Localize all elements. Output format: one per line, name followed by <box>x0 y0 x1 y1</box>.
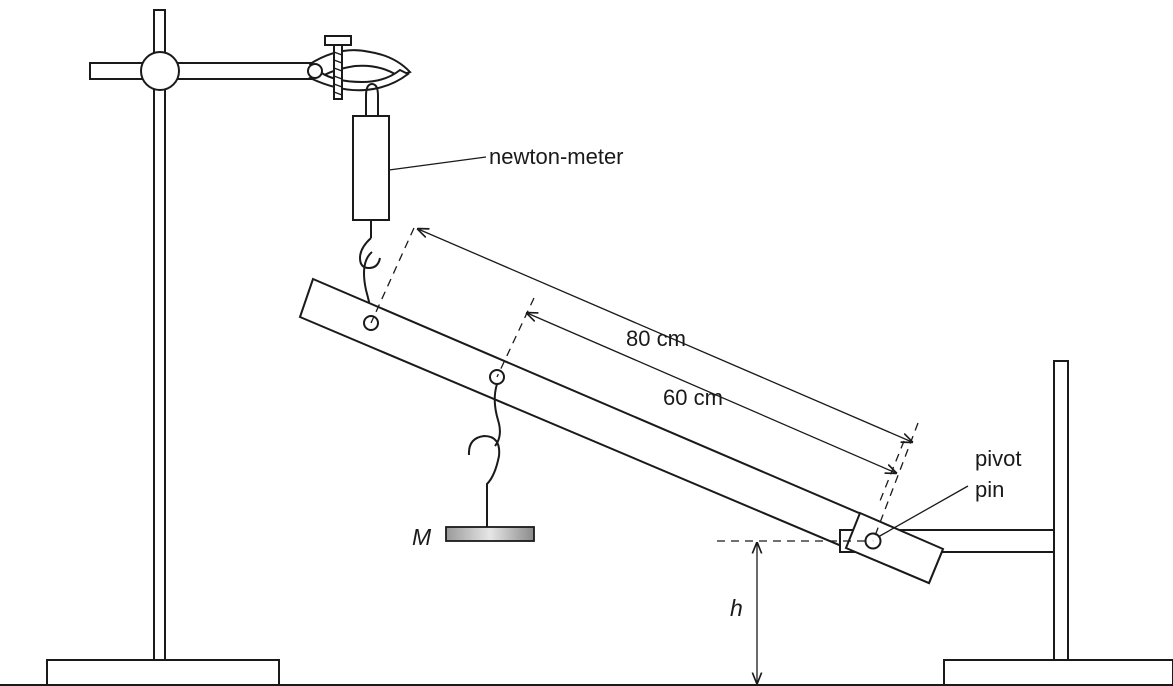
clamp-arm <box>89 62 317 80</box>
newton-meter <box>352 115 390 323</box>
left-retort-stand <box>46 9 317 686</box>
label-pivot: pivot <box>975 446 1021 471</box>
right-stand-rod <box>1053 360 1069 661</box>
newton-meter-hook <box>358 237 381 270</box>
boss-head <box>140 51 180 91</box>
label-60cm: 60 cm <box>663 385 723 410</box>
mass-disc <box>445 526 535 542</box>
leader-pivot <box>877 485 969 538</box>
newton-meter-body <box>352 115 390 221</box>
dash-pivot-2 <box>877 440 905 507</box>
clamp <box>307 35 412 116</box>
leader-newton-meter <box>388 156 487 171</box>
left-stand-base <box>46 659 280 686</box>
dash-newton-meter <box>370 227 415 324</box>
clamp-screw-head <box>324 35 352 46</box>
left-stand-rod <box>153 9 166 661</box>
label-80cm: 80 cm <box>626 326 686 351</box>
label-pin: pin <box>975 477 1004 502</box>
arrow-60cm <box>527 313 896 473</box>
right-stand <box>839 360 1173 686</box>
label-height: h <box>730 595 743 621</box>
label-mass: M <box>412 524 432 550</box>
label-newton-meter: newton-meter <box>489 144 624 169</box>
right-stand-base <box>943 659 1173 686</box>
